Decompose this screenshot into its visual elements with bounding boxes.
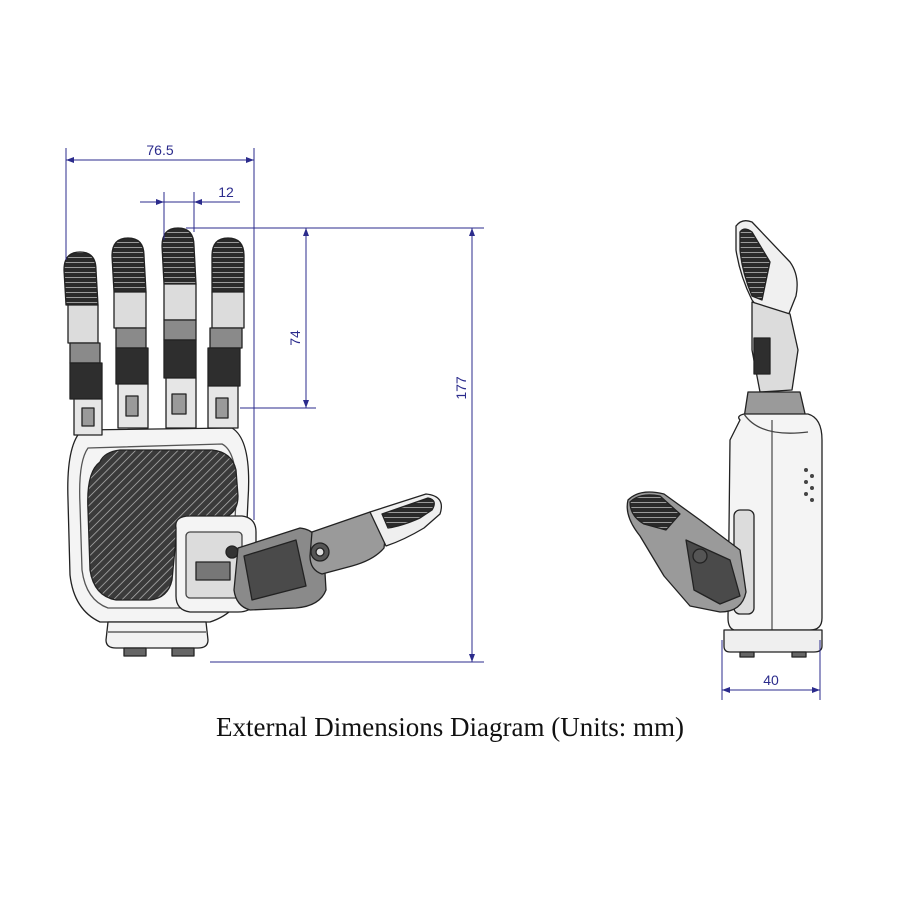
hand-width-label: 76.5: [146, 142, 173, 158]
wrist-base: [105, 621, 209, 649]
side-thickness-label: 40: [763, 672, 779, 688]
side-view-hand: [626, 220, 823, 658]
finger-length-label: 74: [287, 330, 303, 346]
finger-ring: [111, 237, 149, 429]
dimension-lines: [65, 148, 821, 700]
total-height-label: 177: [453, 376, 469, 400]
diagram-caption: External Dimensions Diagram (Units: mm): [216, 712, 684, 742]
finger-index: [207, 237, 245, 429]
finger-middle: [161, 227, 197, 429]
base-foot-left: [123, 647, 147, 657]
side-grip-texture: [804, 468, 814, 502]
side-base: [723, 629, 823, 653]
front-view-hand: [63, 227, 443, 657]
finger-little: [63, 251, 103, 436]
finger-width-label: 12: [218, 184, 234, 200]
base-foot-right: [171, 647, 195, 657]
